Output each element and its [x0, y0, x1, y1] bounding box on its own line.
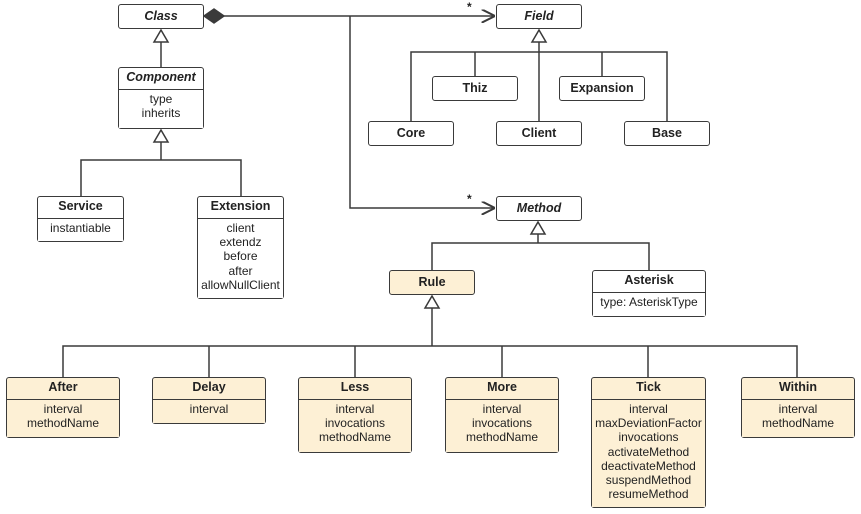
attribute-list: interval invocations methodName — [446, 399, 558, 452]
class-name: Less — [340, 380, 370, 394]
attribute-list: type: AsteriskType — [593, 292, 705, 316]
field-multiplicity: * — [467, 0, 472, 14]
method-multiplicity: * — [467, 192, 472, 206]
class-name: Tick — [636, 380, 661, 394]
attribute: inherits — [141, 106, 181, 121]
attribute: resumeMethod — [608, 487, 689, 502]
class-box-tick[interactable]: Tick interval maxDeviationFactor invocat… — [591, 377, 706, 508]
generalization-arrow-field — [530, 28, 548, 43]
class-box-rule[interactable]: Rule — [389, 270, 475, 295]
attribute-list: client extendz before after allowNullCli… — [198, 218, 283, 298]
class-name: Asterisk — [624, 273, 674, 287]
class-box-client[interactable]: Client — [496, 121, 582, 146]
class-name: Thiz — [462, 81, 488, 95]
attribute: methodName — [26, 416, 100, 431]
class-box-field[interactable]: Field — [496, 4, 582, 29]
attribute: interval — [43, 402, 83, 416]
class-box-extension[interactable]: Extension client extendz before after al… — [197, 196, 284, 299]
attribute: type: AsteriskType — [600, 295, 698, 309]
attribute-list: interval — [153, 399, 265, 423]
class-name: Class — [144, 9, 178, 23]
class-box-component[interactable]: Component type inherits — [118, 67, 204, 129]
class-name: Expansion — [570, 81, 634, 95]
class-box-after[interactable]: After interval methodName — [6, 377, 120, 438]
class-name: Extension — [210, 199, 271, 213]
class-name: Core — [396, 126, 426, 140]
class-box-core[interactable]: Core — [368, 121, 454, 146]
class-name: Method — [516, 201, 562, 215]
class-box-asterisk[interactable]: Asterisk type: AsteriskType — [592, 270, 706, 317]
class-box-delay[interactable]: Delay interval — [152, 377, 266, 424]
attribute: suspendMethod — [605, 473, 692, 488]
attribute: interval — [629, 402, 668, 416]
attribute-list: type inherits — [119, 89, 203, 128]
attribute: invocations — [471, 416, 533, 431]
class-name: More — [487, 380, 517, 394]
class-box-less[interactable]: Less interval invocations methodName — [298, 377, 412, 453]
attribute: interval — [482, 402, 522, 416]
class-name: Within — [778, 380, 818, 394]
attribute: invocations — [324, 416, 386, 431]
class-box-method[interactable]: Method — [496, 196, 582, 221]
class-name: Service — [58, 199, 103, 213]
class-name: Base — [652, 126, 682, 140]
attribute: maxDeviationFactor — [595, 416, 702, 431]
attribute: type — [149, 92, 173, 106]
attribute: interval — [778, 402, 818, 416]
attribute: methodName — [465, 430, 539, 445]
attribute: methodName — [761, 416, 835, 431]
class-name: Client — [521, 126, 557, 140]
class-name: After — [48, 380, 78, 394]
attribute-list: instantiable — [38, 218, 123, 241]
class-box-within[interactable]: Within interval methodName — [741, 377, 855, 438]
attribute: methodName — [318, 430, 392, 445]
generalization-arrow-component — [152, 128, 170, 143]
generalization-arrow-rule — [423, 294, 441, 309]
attribute-list: interval invocations methodName — [299, 399, 411, 452]
class-box-more[interactable]: More interval invocations methodName — [445, 377, 559, 453]
class-box-expansion[interactable]: Expansion — [559, 76, 645, 101]
class-name: Component — [126, 70, 196, 84]
attribute-list: interval methodName — [742, 399, 854, 437]
attribute: activateMethod — [607, 444, 690, 459]
attribute: interval — [335, 402, 375, 416]
attribute-list: interval methodName — [7, 399, 119, 437]
class-name: Delay — [192, 380, 226, 394]
attribute: instantiable — [50, 221, 111, 235]
class-box-base[interactable]: Base — [624, 121, 710, 146]
class-box-class[interactable]: Class — [118, 4, 204, 29]
class-box-service[interactable]: Service instantiable — [37, 196, 124, 242]
generalization-arrow-class — [152, 28, 170, 43]
class-name: Field — [524, 9, 554, 23]
attribute: client — [226, 221, 255, 235]
attribute: interval — [189, 402, 229, 416]
class-box-thiz[interactable]: Thiz — [432, 76, 518, 101]
composition-diamond — [202, 8, 226, 24]
attribute-list: interval maxDeviationFactor invocations … — [592, 399, 705, 507]
attribute: allowNullClient — [201, 277, 280, 292]
attribute: extendz — [219, 235, 262, 250]
class-method-association — [349, 16, 495, 208]
generalization-arrow-method — [529, 220, 547, 235]
attribute: before — [223, 249, 258, 264]
attribute: deactivateMethod — [601, 458, 696, 473]
attribute: after — [228, 263, 253, 278]
class-name: Rule — [418, 275, 446, 289]
attribute: invocations — [618, 430, 679, 445]
